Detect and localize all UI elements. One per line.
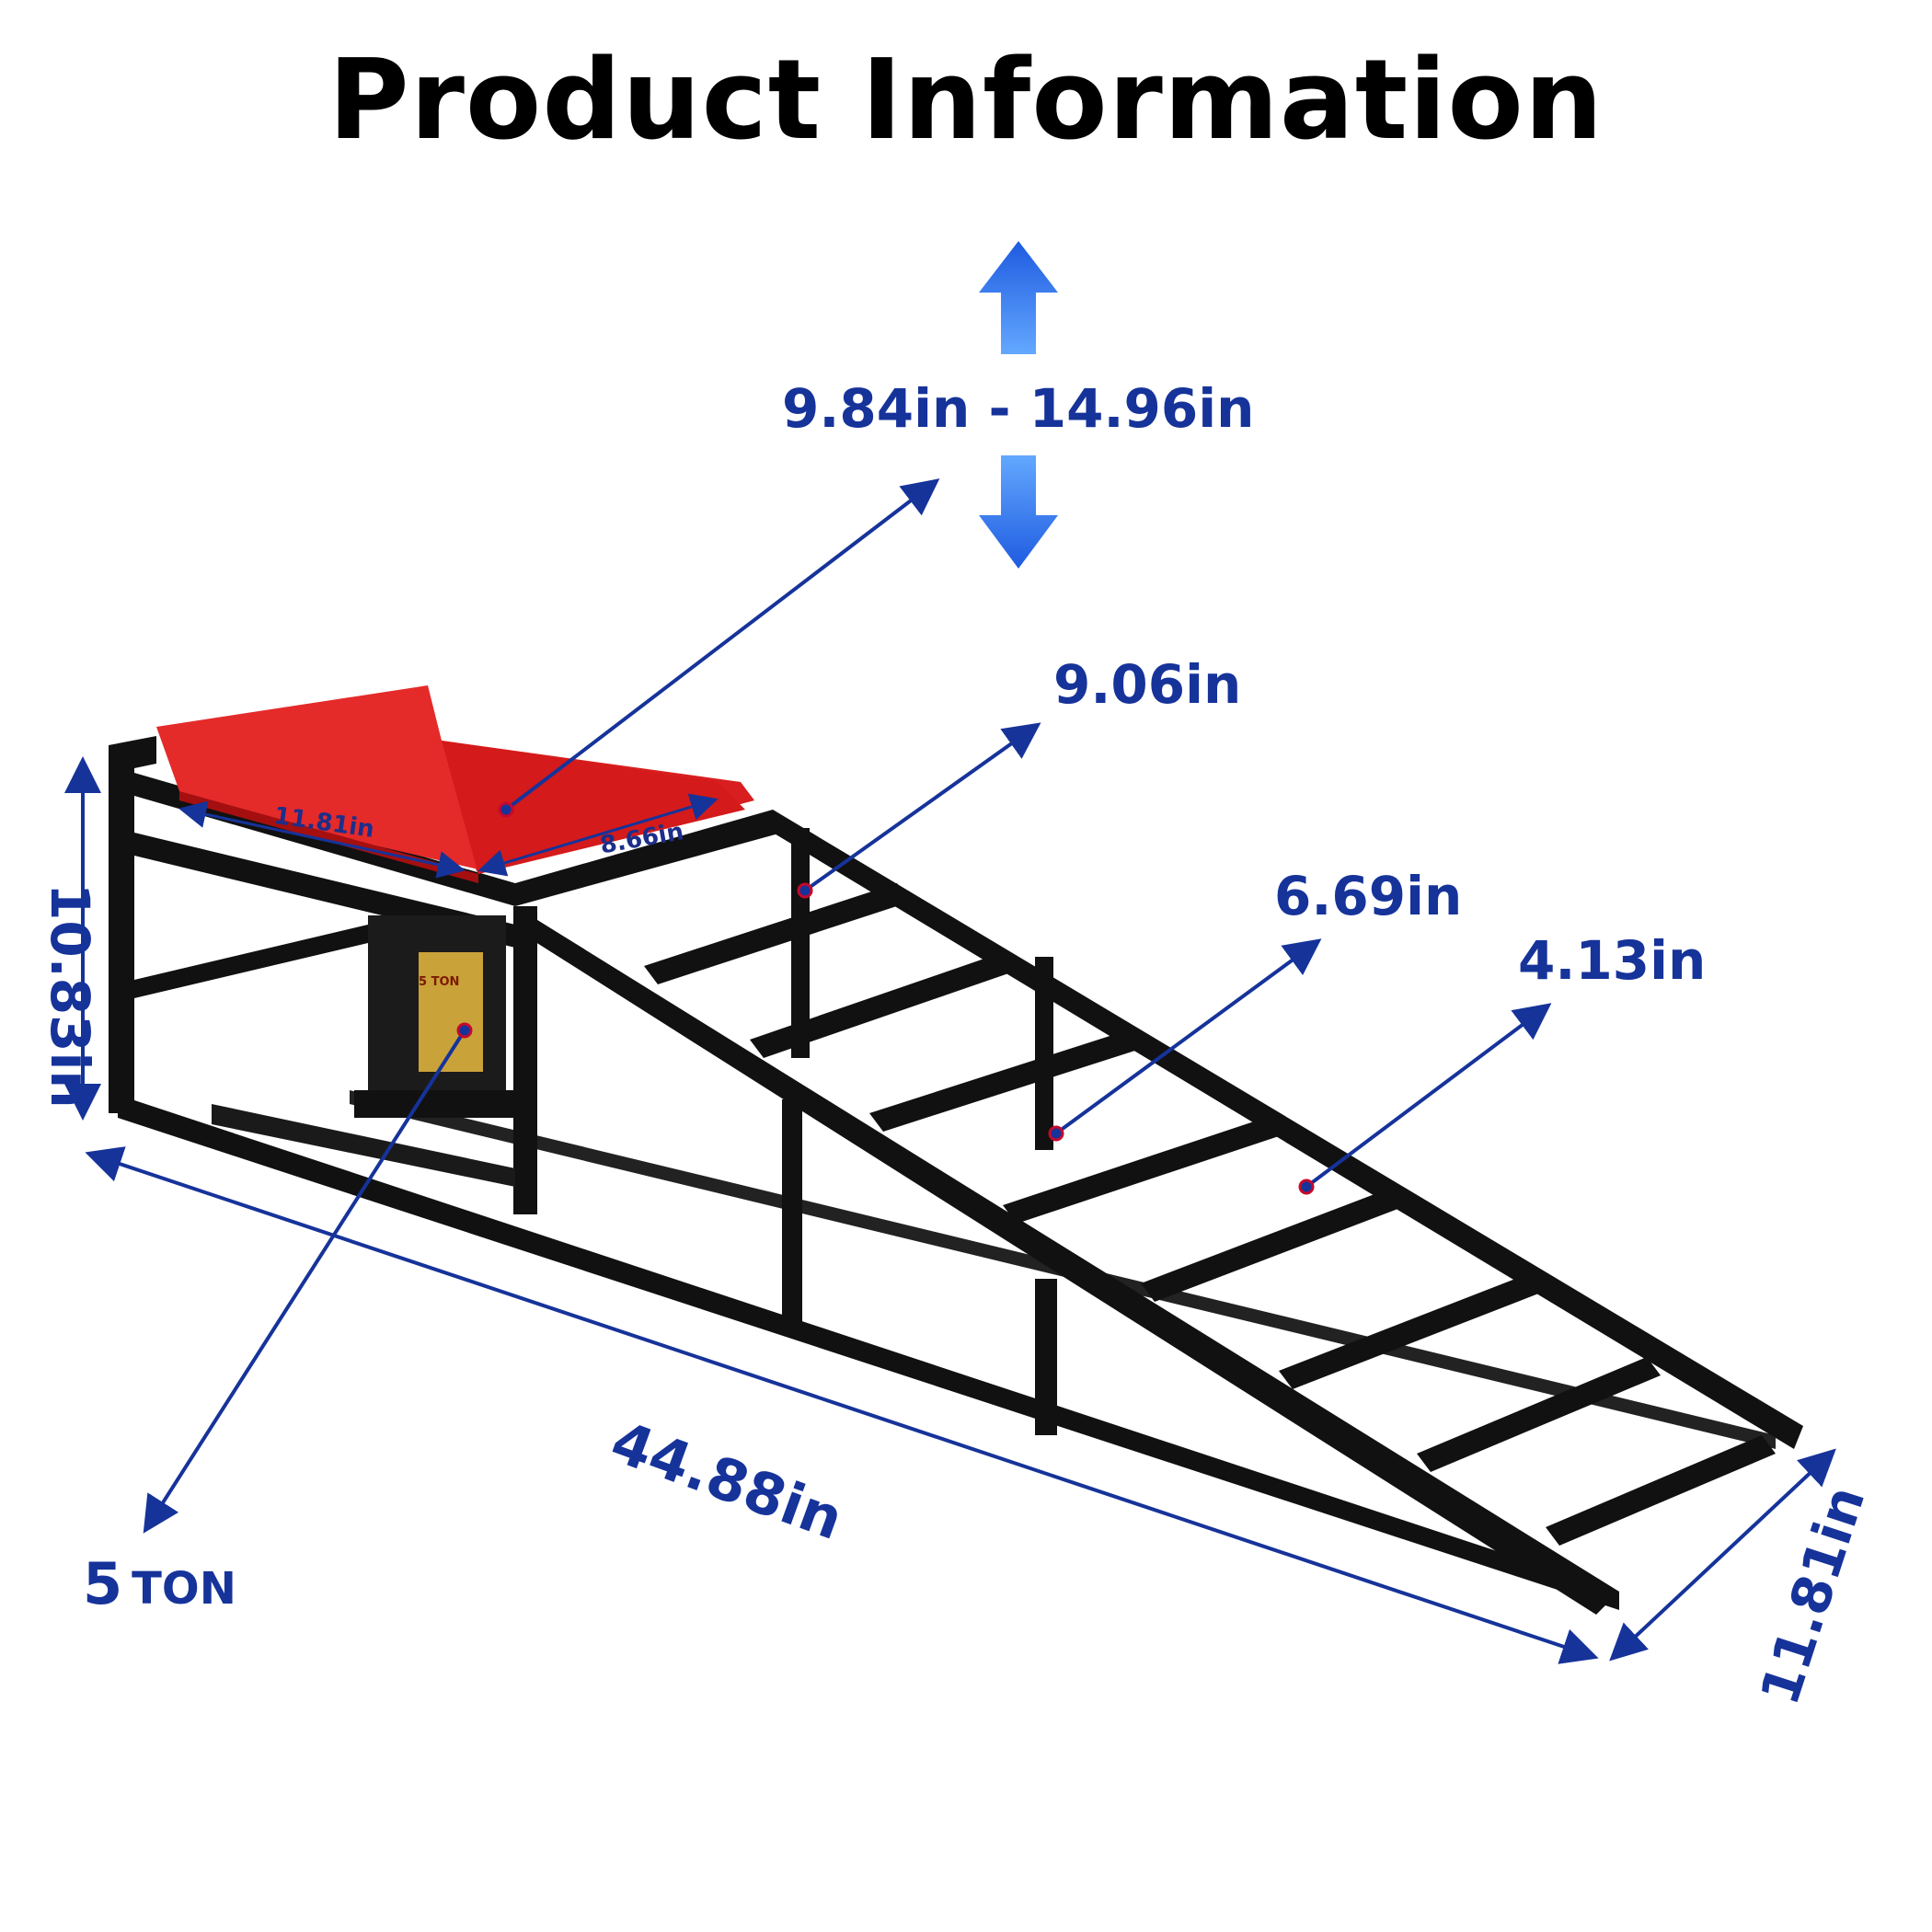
bottle-jack bbox=[354, 915, 515, 1118]
height-669-label: 6.69in bbox=[1274, 865, 1463, 927]
lift-range-label: 9.84in - 14.96in bbox=[782, 377, 1255, 440]
dimension-lines bbox=[64, 478, 1836, 1664]
up-arrow-icon bbox=[979, 241, 1058, 354]
jack-label: 5 TON bbox=[419, 975, 460, 989]
capacity-value: 5 bbox=[83, 1550, 123, 1617]
down-arrow-icon bbox=[979, 455, 1058, 569]
measure-points bbox=[456, 801, 1315, 1195]
ramp-frame bbox=[109, 736, 1803, 1615]
height-413-label: 4.13in bbox=[1518, 929, 1707, 992]
page-title: Product Information bbox=[328, 37, 1604, 165]
height-906-label: 9.06in bbox=[1053, 653, 1242, 716]
overall-height-label: 10.83in bbox=[39, 883, 101, 1109]
capacity-unit: TON bbox=[132, 1563, 236, 1615]
